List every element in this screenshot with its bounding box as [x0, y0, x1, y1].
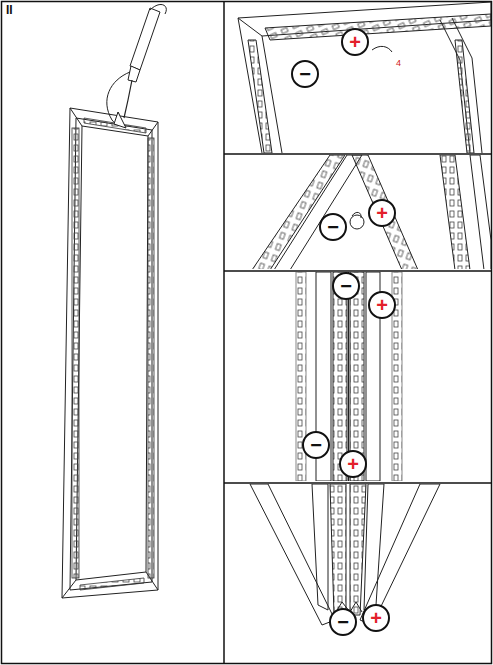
polarity-sign: − — [327, 217, 339, 237]
polarity-sign: − — [310, 435, 322, 455]
polarity-sign: − — [337, 612, 349, 632]
polarity-circle: − — [319, 213, 347, 241]
polarity-circle: + — [368, 199, 396, 227]
callout-number: 4 — [396, 58, 401, 68]
polarity-sign: + — [349, 32, 361, 52]
polarity-sign: + — [370, 608, 382, 628]
polarity-circle: + — [341, 28, 369, 56]
polarity-sign: + — [347, 454, 359, 474]
polarity-circle: − — [291, 60, 319, 88]
polarity-circle: − — [302, 431, 330, 459]
polarity-sign: − — [340, 276, 352, 296]
polarity-circle: − — [329, 608, 357, 636]
polarity-sign: + — [376, 203, 388, 223]
polarity-circle: + — [362, 604, 390, 632]
polarity-circle: + — [339, 450, 367, 478]
polarity-sign: + — [376, 295, 388, 315]
polarity-circle: + — [368, 291, 396, 319]
step-number: II — [6, 3, 13, 17]
polarity-circle: − — [332, 272, 360, 300]
polarity-sign: − — [299, 64, 311, 84]
